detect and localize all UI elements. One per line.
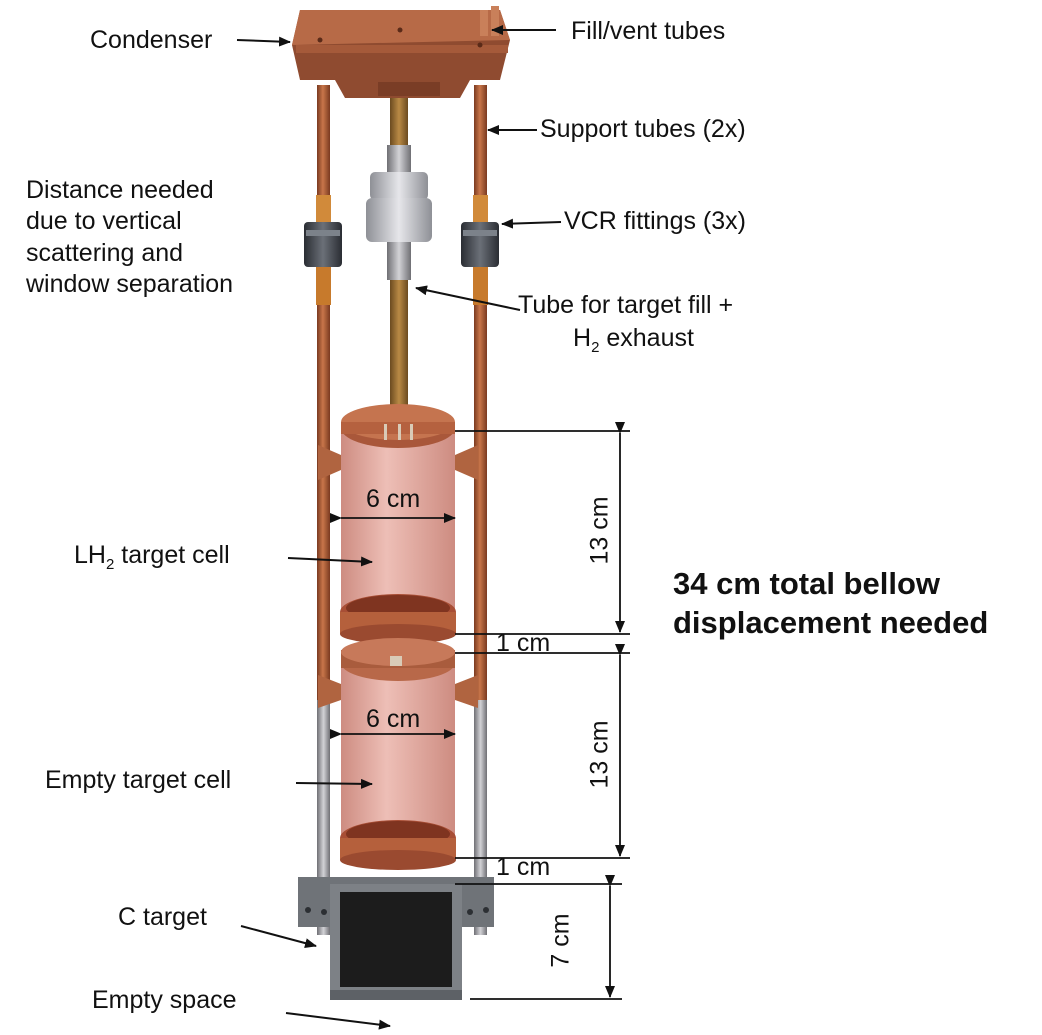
arrow-lh2-cell	[287, 556, 373, 567]
annotation-arrows	[236, 25, 562, 1030]
dim-label-gap-top: 1 cm	[496, 629, 551, 657]
arrow-condenser	[236, 36, 291, 47]
label-tube-fill-line2: H2 exhaust	[573, 323, 694, 358]
total-line-2: displacement needed	[673, 604, 989, 640]
arrow-empty-cell	[295, 778, 373, 789]
label-fill-vent-tubes: Fill/vent tubes	[571, 17, 726, 45]
label-support-tubes: Support tubes (2x)	[540, 115, 746, 143]
fill-tube	[387, 90, 411, 430]
label-lh2-target-cell: LH2 target cell	[74, 540, 230, 575]
lh2-symbol: LH	[74, 541, 106, 569]
label-total-displacement: 34 cm total bellow displacement needed	[673, 565, 988, 643]
dimension-lines	[330, 422, 630, 1000]
label-distance-needed: Distance needed due to vertical scatteri…	[26, 175, 233, 300]
lh2-rest: target cell	[114, 541, 230, 569]
distance-line-3: scattering and	[26, 238, 184, 267]
label-c-target: C target	[118, 903, 207, 931]
arrow-empty-space	[285, 1012, 391, 1030]
distance-line-4: window separation	[26, 269, 234, 298]
arrow-vcr	[501, 218, 562, 229]
label-condenser: Condenser	[90, 26, 213, 54]
dim-label-height-top: 13 cm	[585, 496, 614, 565]
dim-label-height-bottom: 13 cm	[585, 720, 614, 789]
lh2-subscript: 2	[105, 556, 115, 573]
h2-symbol: H	[573, 324, 592, 352]
exhaust-text: exhaust	[599, 324, 694, 352]
dim-label-width-top: 6 cm	[366, 485, 421, 513]
arrow-c-target	[240, 925, 317, 948]
dim-label-width-bottom: 6 cm	[366, 705, 421, 733]
c-target-holder	[298, 877, 494, 1000]
empty-target-cell	[318, 638, 478, 870]
vcr-fitting-center	[366, 172, 432, 242]
support-tube-left	[316, 85, 331, 935]
carbon-target-plate	[340, 892, 452, 987]
vcr-fitting-left	[304, 222, 342, 267]
label-vcr-fittings: VCR fittings (3x)	[564, 207, 746, 235]
distance-line-1: Distance needed	[26, 176, 214, 204]
arrow-fill-tube	[415, 285, 521, 311]
label-tube-fill-line1: Tube for target fill +	[518, 291, 734, 319]
dim-label-gap-bottom: 1 cm	[496, 853, 551, 881]
support-tube-right	[473, 85, 488, 935]
condenser-block	[292, 6, 510, 98]
label-empty-target-cell: Empty target cell	[45, 766, 232, 794]
h2-subscript: 2	[591, 339, 600, 356]
total-line-1: 34 cm total bellow	[673, 566, 941, 601]
lh2-target-cell	[318, 404, 478, 644]
dim-label-c-height: 7 cm	[546, 913, 575, 968]
distance-line-2: due to vertical	[26, 207, 182, 236]
label-empty-space: Empty space	[92, 986, 237, 1014]
vcr-fitting-right	[461, 222, 499, 267]
